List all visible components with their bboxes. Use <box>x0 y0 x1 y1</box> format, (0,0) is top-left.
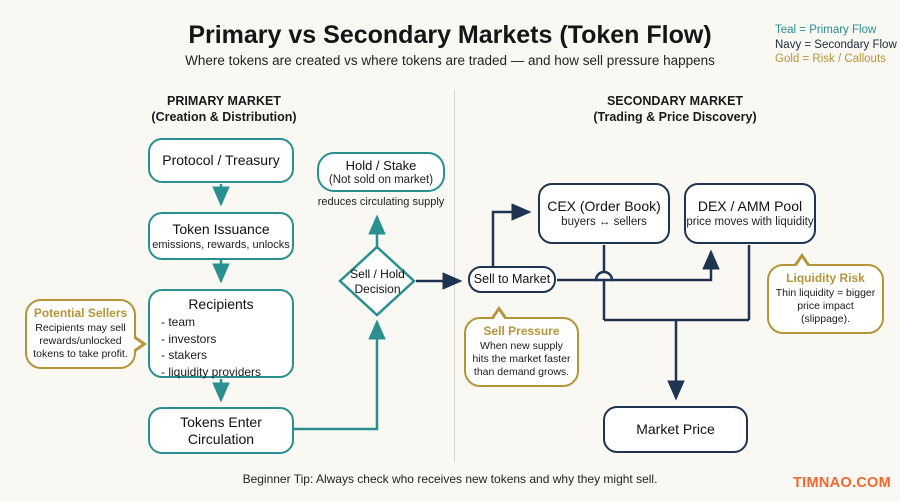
node-dex: DEX / AMM Pool price moves with liquidit… <box>684 183 816 244</box>
callout-sell-pressure: Sell Pressure When new supply hits the m… <box>464 306 579 387</box>
recipients-label: Recipients <box>188 296 254 312</box>
color-legend: Teal = Primary Flow Navy = Secondary Flo… <box>775 23 897 67</box>
page-subtitle: Where tokens are created vs where tokens… <box>185 53 715 68</box>
primary-market-header: PRIMARY MARKET (Creation & Distribution) <box>104 93 344 125</box>
secondary-flow-arrows <box>416 203 751 401</box>
liquidity-risk-body: Thin liquidity = bigger price impact (sl… <box>775 287 876 325</box>
node-protocol-treasury: Protocol / Treasury <box>148 138 294 183</box>
primary-flow-arrows <box>212 184 386 431</box>
potential-sellers-body: Recipients may sell rewards/unlocked tok… <box>33 322 128 360</box>
dex-label: DEX / AMM Pool <box>697 198 803 214</box>
legend-gold: Gold = Risk / Callouts <box>775 53 886 65</box>
hold-stake-label: Hold / Stake <box>345 157 417 173</box>
secondary-market-subtitle: (Trading & Price Discovery) <box>593 110 757 124</box>
recipients-item-investors: - investors <box>161 331 217 346</box>
primary-market-subtitle: (Creation & Distribution) <box>151 110 297 124</box>
callout-potential-sellers: Potential Sellers Recipients may sell re… <box>25 299 147 369</box>
node-token-issuance: Token Issuance emissions, rewards, unloc… <box>148 212 294 260</box>
hold-stake-note: reduces circulating supply <box>317 196 445 208</box>
recipients-item-team: - team <box>161 315 196 329</box>
recipients-item-stakers: - stakers <box>161 348 208 362</box>
sell-pressure-title: Sell Pressure <box>483 324 560 338</box>
sell-to-market-label: Sell to Market <box>473 272 551 286</box>
hold-stake-sublabel: (Not sold on market) <box>328 173 434 186</box>
decision-diamond-shape <box>338 245 416 317</box>
node-tokens-enter-circulation: Tokens Enter Circulation <box>148 407 294 454</box>
token-issuance-label: Token Issuance <box>172 220 270 237</box>
sell-pressure-body: When new supply hits the market faster t… <box>472 340 571 378</box>
node-cex: CEX (Order Book) buyers ↔ sellers <box>538 183 670 244</box>
potential-sellers-title: Potential Sellers <box>33 306 128 320</box>
legend-navy: Navy = Secondary Flow <box>775 38 897 51</box>
secondary-market-header: SECONDARY MARKET (Trading & Price Discov… <box>555 93 795 125</box>
tokens-enter-circulation-label: Tokens Enter Circulation <box>180 413 262 447</box>
legend-teal: Teal = Primary Flow <box>775 24 877 36</box>
liquidity-risk-title: Liquidity Risk <box>786 271 865 285</box>
recipients-item-liquidity-providers: - liquidity providers <box>161 364 262 379</box>
callout-liquidity-risk: Liquidity Risk Thin liquidity = bigger p… <box>767 253 884 334</box>
beginner-tip: Beginner Tip: Always check who receives … <box>242 472 658 486</box>
brand-watermark: TIMNAO.COM <box>792 475 891 491</box>
cex-label: CEX (Order Book) <box>547 198 661 214</box>
recipients-list: - team - investors - stakers - liquidity… <box>150 314 261 380</box>
cex-sublabel: buyers ↔ sellers <box>561 216 647 228</box>
dex-sublabel: price moves with liquidity <box>686 216 814 228</box>
node-market-price: Market Price <box>603 406 748 453</box>
protocol-treasury-label: Protocol / Treasury <box>162 152 280 168</box>
decision-diamond-label: Sell / Hold Decision <box>350 267 405 296</box>
node-recipients: Recipients - team - investors - stakers … <box>148 289 294 380</box>
primary-market-title: PRIMARY MARKET <box>167 94 281 108</box>
page-title: Primary vs Secondary Markets (Token Flow… <box>188 21 712 49</box>
node-sell-to-market: Sell to Market <box>468 266 556 293</box>
market-price-label: Market Price <box>636 421 715 437</box>
node-hold-stake: Hold / Stake (Not sold on market) <box>317 152 445 192</box>
token-issuance-sublabel: emissions, rewards, unlocks <box>152 238 290 251</box>
secondary-market-title: SECONDARY MARKET <box>606 94 744 108</box>
